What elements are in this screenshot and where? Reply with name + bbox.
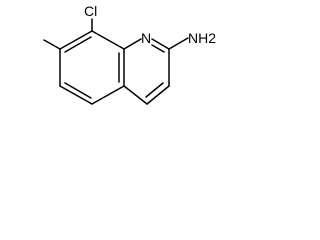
- bond-c2-nh2: [168, 37, 189, 50]
- bond-c8a-n1: [123, 38, 142, 50]
- amine-label: NH2: [188, 30, 216, 46]
- bond-c7-c8: [59, 30, 93, 50]
- bond-n1-c2: [151, 38, 170, 50]
- chlorine-label: Cl: [84, 3, 97, 19]
- structure-diagram: Cl N NH2: [0, 0, 235, 134]
- bond-c4-c4a: [123, 85, 148, 105]
- bond-c5-c6-inner: [64, 82, 92, 99]
- bond-n1-c2-inner: [151, 44, 165, 53]
- bond-c5-c6: [59, 85, 93, 105]
- bond-c7-methyl: [43, 39, 61, 50]
- bond-c4a-c5: [91, 85, 125, 105]
- bond-c7-c8-inner: [64, 36, 92, 53]
- quinoline-structure: Cl N NH2: [43, 3, 216, 105]
- bond-c3-c4-inner: [145, 82, 164, 98]
- bond-c8-c8a: [91, 30, 125, 50]
- ring-nitrogen-label: N: [141, 30, 151, 46]
- bond-c3-c4: [146, 85, 170, 105]
